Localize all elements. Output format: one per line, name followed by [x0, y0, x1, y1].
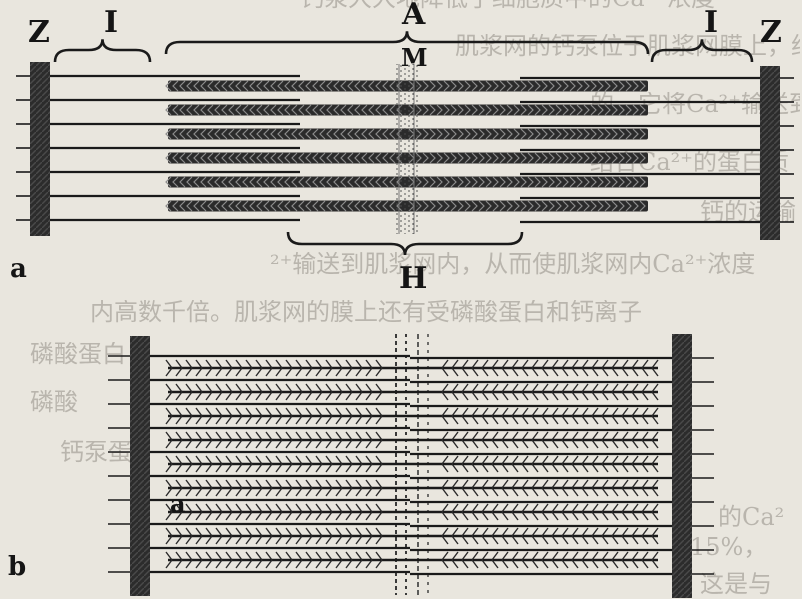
thick-filament-contracted: [165, 359, 659, 377]
thick-filament-contracted: [165, 431, 659, 449]
i-band-label-right: I: [704, 5, 719, 40]
a-band-brace: [164, 31, 650, 55]
z-disc-left: [30, 62, 50, 236]
bg-text-line-13: 这是与: [700, 570, 772, 598]
i-band-brace-right: [650, 39, 754, 63]
cross-bridges: [165, 503, 659, 521]
i-band-label-left: I: [104, 5, 119, 40]
cross-bridges: [165, 479, 659, 497]
cross-bridges: [165, 407, 659, 425]
a-band-label: A: [402, 0, 426, 32]
cross-bridges: [165, 359, 659, 377]
panel-b-label: b: [8, 552, 27, 582]
bg-text-line-7: 内高数千倍。肌浆网的膜上还有受磷酸蛋白和钙离子: [90, 300, 642, 324]
thick-filament-contracted: [165, 503, 659, 521]
h-zone-label: H: [399, 261, 428, 296]
panel-a-label: a: [10, 254, 27, 284]
thick-filament-contracted: [165, 527, 659, 545]
bg-text-line-9: 磷酸: [30, 390, 78, 414]
z-disc-left-contracted: [130, 336, 150, 596]
z-disc-right: [760, 66, 780, 240]
z-line-label-left: Z: [28, 15, 50, 50]
bg-text-line-11: 15%，: [690, 533, 768, 561]
h-zone-brace: [286, 231, 524, 256]
panel-a-relaxed-sarcomere: [16, 31, 794, 256]
m-line-label: M: [401, 43, 428, 72]
thick-filament-contracted: [165, 551, 659, 569]
i-band-brace-left: [53, 39, 152, 63]
bg-text-line-2: 肌浆网的钙泵位于肌浆网膜上，约占蛋白质的70~80%: [455, 34, 800, 58]
bg-text-line-1: 钙泵大大地降低了细胞质中的Ca²⁺浓度: [300, 0, 715, 10]
bg-text-line-8: 磷酸蛋白: [30, 342, 126, 366]
z-line-label-right: Z: [760, 15, 782, 50]
stray-mark-label: a: [170, 489, 186, 518]
cross-bridges: [165, 455, 659, 473]
panel-b-contracted-sarcomere: [108, 334, 714, 598]
z-disc-right-contracted: [672, 334, 692, 598]
thick-filament-contracted: [165, 455, 659, 473]
cross-bridges: [165, 383, 659, 401]
bg-text-line-6: ²⁺输送到肌浆网内，从而使肌浆网内Ca²⁺浓度: [270, 252, 756, 276]
cross-bridges: [165, 431, 659, 449]
cross-bridges: [165, 551, 659, 569]
bg-text-line-12: 的Ca²: [718, 503, 785, 531]
thick-filament-contracted: [165, 407, 659, 425]
cross-bridges: [165, 527, 659, 545]
thick-filament-contracted: [165, 479, 659, 497]
thick-filament-contracted: [165, 383, 659, 401]
